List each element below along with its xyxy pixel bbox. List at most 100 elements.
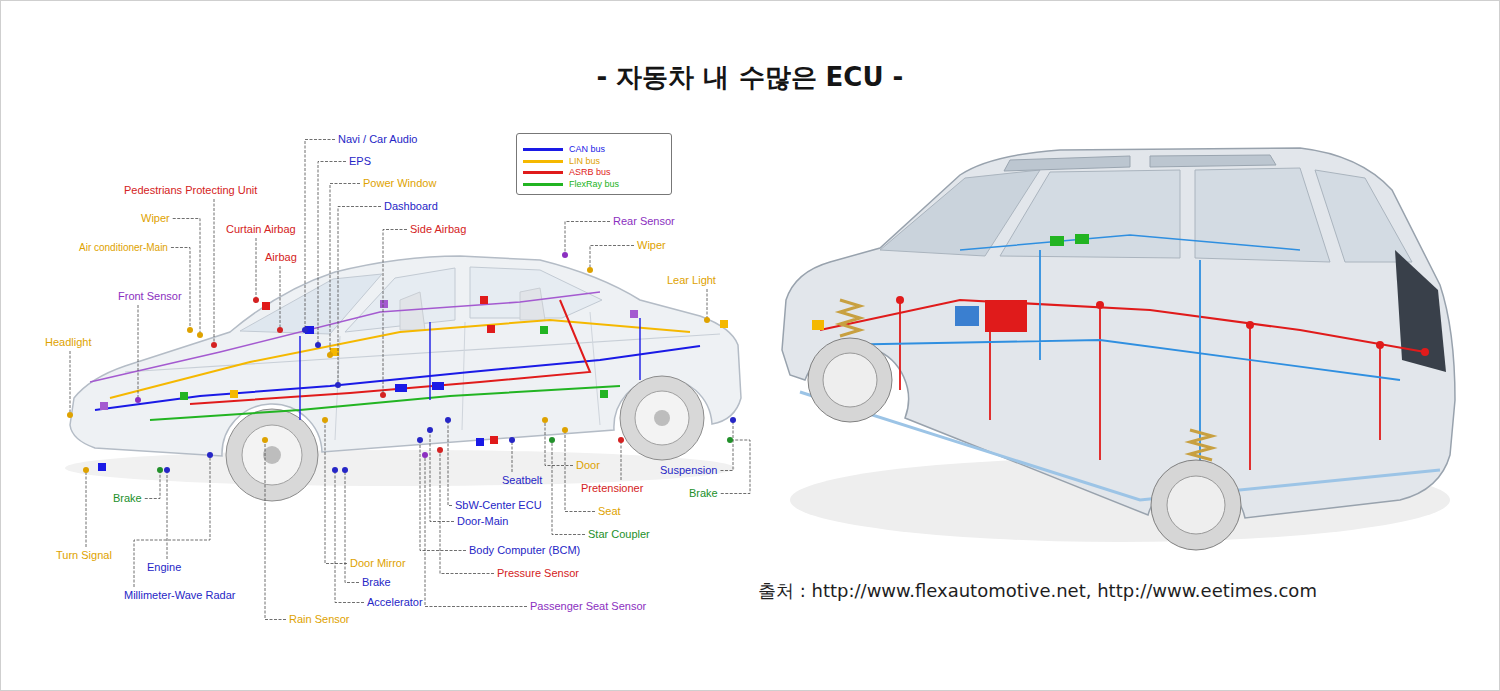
- legend-text: FlexRay bus: [569, 179, 619, 190]
- part-label: Brake: [113, 492, 142, 505]
- part-label: Dashboard: [384, 200, 438, 213]
- part-label: Pretensioner: [581, 482, 643, 495]
- sedan-figure-part: [476, 438, 484, 446]
- part-label: Pressure Sensor: [497, 567, 579, 580]
- part-label: Curtain Airbag: [226, 223, 296, 236]
- leader-end: [197, 332, 203, 338]
- sedan-figure-part: [300, 318, 640, 420]
- sedan-figure-part: [432, 382, 444, 390]
- legend-box: CAN busLIN busASRB busFlexRay bus: [516, 133, 672, 195]
- leader-end: [164, 467, 170, 473]
- sedan-figure-part: [190, 300, 590, 404]
- leader-line: [590, 246, 634, 271]
- leader-end: [417, 437, 423, 443]
- leader-line: [265, 440, 286, 620]
- sedan-figure-part: [262, 302, 270, 310]
- part-label: EPS: [349, 155, 371, 168]
- sedan-figure-part: [98, 463, 106, 471]
- leader-end: [157, 467, 163, 473]
- sedan-figure-part: [90, 292, 600, 382]
- leader-end: [83, 467, 89, 473]
- part-label: Pedestrians Protecting Unit: [124, 184, 257, 197]
- part-label: Brake: [689, 487, 718, 500]
- legend-row: LIN bus: [523, 156, 554, 167]
- leader-end: [187, 327, 193, 333]
- part-label: Wiper: [141, 212, 170, 225]
- leader-end: [437, 447, 443, 453]
- van-figure-part: [1246, 321, 1254, 329]
- van-figure-part: [782, 148, 1455, 518]
- part-label: Door Mirror: [350, 557, 406, 570]
- van-figure-part: [840, 300, 860, 336]
- sedan-figure-part: [180, 392, 188, 400]
- leader-line: [430, 430, 454, 522]
- part-label: Accelerator: [367, 596, 423, 609]
- leader-end: [322, 417, 328, 423]
- legend-text: ASRB bus: [569, 167, 611, 178]
- leader-line: [420, 440, 466, 551]
- leader-line: [330, 184, 360, 356]
- leader-line: [138, 305, 139, 400]
- part-label: Brake: [362, 576, 391, 589]
- part-label: Rear Sensor: [613, 215, 675, 228]
- leader-line: [167, 470, 168, 559]
- sedan-figure-part: [380, 300, 388, 308]
- leader-end: [542, 417, 548, 423]
- leader-line: [256, 238, 257, 300]
- leader-end: [302, 327, 308, 333]
- leader-end: [422, 452, 428, 458]
- leader-end: [618, 437, 624, 443]
- part-label: Front Sensor: [118, 290, 182, 303]
- leader-line: [171, 248, 190, 331]
- legend-swatch: [523, 183, 563, 186]
- van-figure-part: [812, 320, 824, 330]
- leader-end: [277, 327, 283, 333]
- part-label: Turn Signal: [56, 549, 112, 562]
- leader-end: [727, 437, 733, 443]
- leader-line: [280, 266, 281, 330]
- van-figure-part: [823, 353, 877, 407]
- sedan-figure-part: [720, 320, 728, 328]
- part-label: Headlight: [45, 336, 91, 349]
- sedan-figure-part: [480, 296, 488, 304]
- van-figure-part: [960, 235, 1300, 250]
- van-figure-part: [900, 300, 1380, 470]
- sedan-figure-part: [654, 410, 670, 426]
- van-figure-part: [1075, 234, 1089, 244]
- leader-end: [704, 317, 710, 323]
- leader-line: [621, 440, 622, 480]
- leader-line: [721, 420, 734, 471]
- legend-swatch: [523, 171, 563, 174]
- sedan-figure-part: [395, 384, 407, 392]
- sedan-figure-part: [242, 425, 302, 485]
- page-title: - 자동차 내 수많은 ECU -: [0, 60, 1500, 94]
- leader-line: [512, 440, 513, 472]
- van-figure-part: [896, 296, 904, 304]
- leader-line: [145, 470, 160, 499]
- leader-line: [448, 420, 452, 506]
- van-figure-part: [1151, 460, 1241, 550]
- part-label: Millimeter-Wave Radar: [124, 589, 235, 602]
- van-figure-part: [1421, 348, 1429, 356]
- source-caption: 출처 : http://www.flexautomotive.net, http…: [758, 579, 1317, 603]
- sedan-figure-part: [70, 256, 741, 456]
- van-figure-part: [1096, 301, 1104, 309]
- van-figure-part: [1050, 236, 1064, 246]
- sedan-figure-part: [630, 310, 638, 318]
- part-label: Air conditioner-Main: [79, 241, 168, 254]
- leader-end: [335, 382, 341, 388]
- sedan-figure-part: [230, 390, 238, 398]
- legend-row: CAN bus: [523, 144, 559, 155]
- sedan-figure-part: [150, 386, 620, 420]
- leader-end: [445, 417, 451, 423]
- van-figure-part: [1376, 341, 1384, 349]
- leader-line: [325, 420, 347, 564]
- part-label: Power Window: [363, 177, 436, 190]
- part-label: Rain Sensor: [289, 613, 350, 626]
- part-label: Seatbelt: [502, 474, 542, 487]
- sedan-figure-part: [490, 436, 498, 444]
- leader-line: [305, 140, 335, 331]
- leader-end: [587, 267, 593, 273]
- legend-text: LIN bus: [569, 156, 600, 167]
- leader-line: [565, 222, 610, 256]
